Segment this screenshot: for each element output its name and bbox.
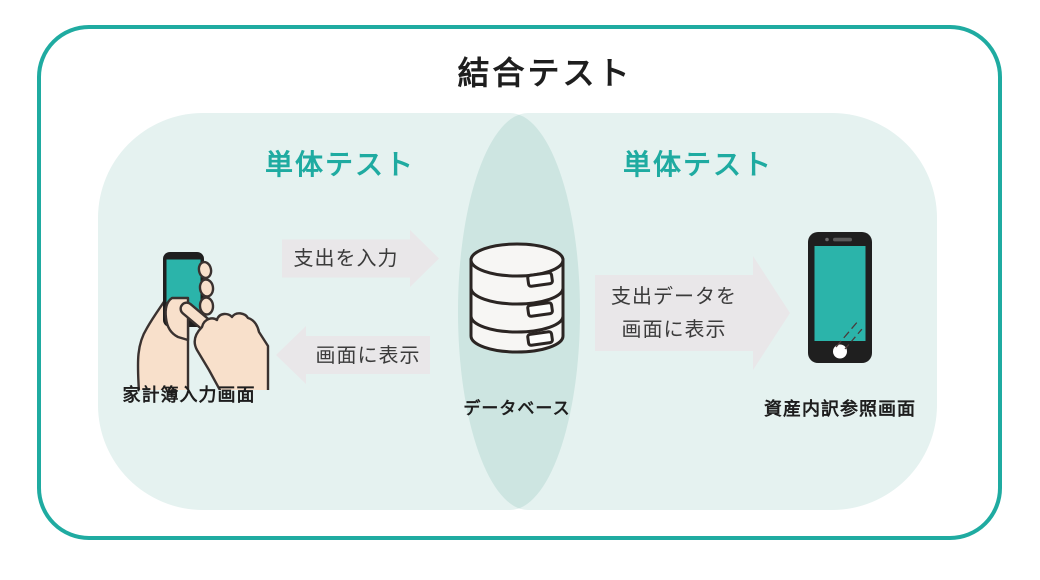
phone-camera-dot xyxy=(825,237,829,242)
arrow-display-label: 画面に表示 xyxy=(315,342,421,367)
outer-frame xyxy=(37,25,1002,540)
database-cylinder-icon xyxy=(469,242,565,354)
arrow-right-large-icon xyxy=(595,256,790,370)
phone-speaker-bar xyxy=(833,237,852,242)
database-label: データベース xyxy=(463,399,571,419)
smartphone-icon xyxy=(808,232,872,363)
arrow-show-data-label: 支出データを 画面に表示 xyxy=(611,284,737,341)
arrow-right-icon xyxy=(282,230,439,287)
unit-test-label-left: 単体テスト xyxy=(264,148,416,181)
arrow-input-label: 支出を入力 xyxy=(293,246,399,270)
diagram-title: 結合テスト xyxy=(457,54,633,92)
phone-home-button xyxy=(833,344,847,359)
hand-holding-smartphone-icon xyxy=(136,252,270,390)
reference-screen-label: 資産内訳参照画面 xyxy=(764,399,916,420)
unit-test-label-right: 単体テスト xyxy=(622,148,774,181)
arrow-left-icon xyxy=(276,326,430,384)
input-screen-label: 家計簿入力画面 xyxy=(122,385,256,406)
